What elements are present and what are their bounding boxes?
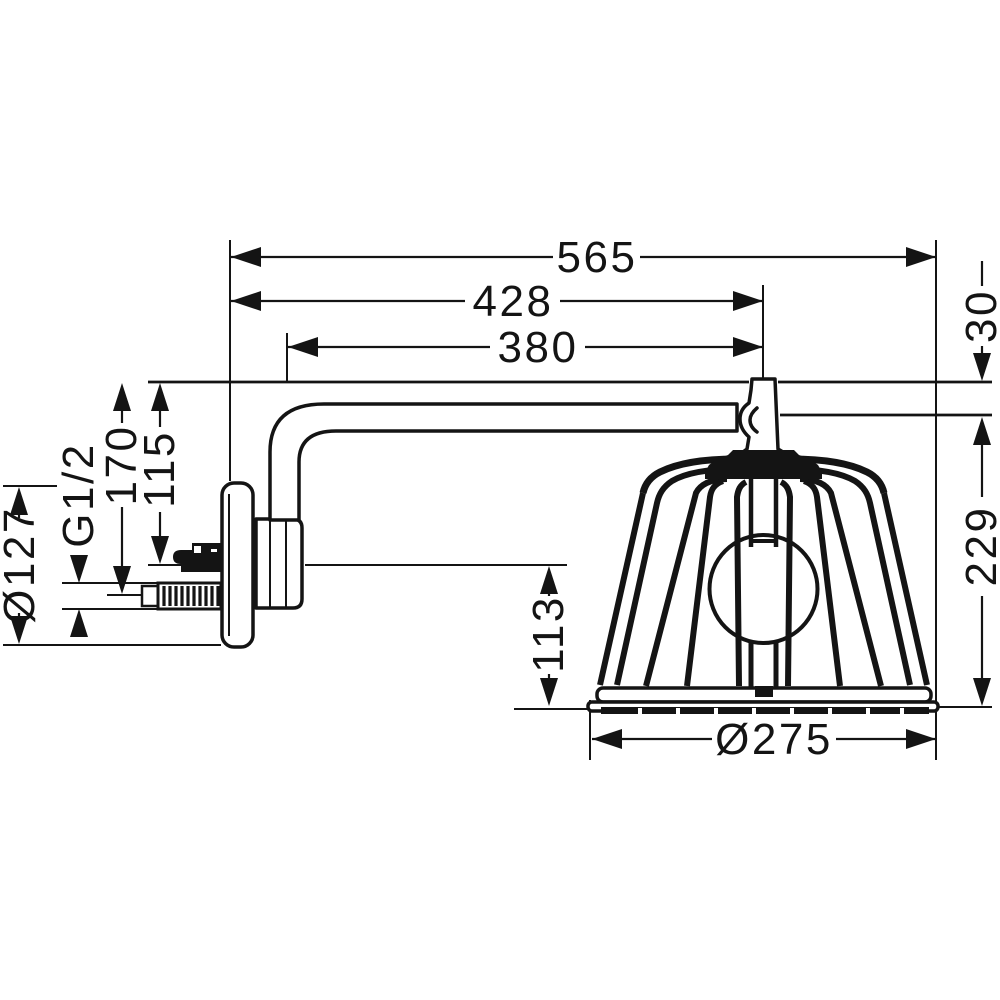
- wall-connection: [140, 481, 304, 649]
- shower-arm: [268, 402, 739, 522]
- dimension-arm-length: 380: [288, 323, 763, 372]
- centre-tube: [748, 479, 779, 687]
- dimension-lower-connection: 170: [97, 383, 146, 594]
- dim-label-229: 229: [957, 506, 1000, 587]
- threaded-connector: [140, 581, 223, 611]
- spray-face: [601, 707, 929, 714]
- dimension-upper-connection: 115: [135, 383, 184, 564]
- dim-label-30: 30: [957, 289, 1000, 343]
- wall-plate: [220, 481, 255, 649]
- dimension-head-diameter: Ø275: [592, 715, 936, 764]
- cage-hub: [705, 450, 822, 479]
- valve-detail: [194, 546, 201, 553]
- dim-label-565: 565: [557, 233, 638, 282]
- dim-label-380: 380: [498, 323, 579, 372]
- dimension-pivot-drop: 30: [957, 261, 1000, 381]
- spray-disc-tab: [755, 686, 773, 697]
- dimension-head-height: 229: [957, 417, 1000, 706]
- extension-lines: [3, 240, 992, 760]
- dimension-thread: G1/2: [54, 442, 103, 637]
- spray-disc: [586, 686, 940, 714]
- dim-label-275: Ø275: [715, 715, 833, 764]
- dimension-total-projection: 565: [231, 233, 936, 282]
- dimension-outlet-to-face: 113: [524, 566, 573, 706]
- swivel-joint: [738, 377, 786, 459]
- dim-label-428: 428: [473, 277, 554, 326]
- dim-label-113: 113: [524, 595, 573, 673]
- dim-label-170: 170: [97, 425, 146, 506]
- dim-label-thread: G1/2: [54, 442, 103, 547]
- dimension-to-pivot: 428: [231, 277, 763, 326]
- neck: [738, 377, 786, 459]
- mount-block: [254, 517, 304, 610]
- dim-label-115: 115: [135, 430, 184, 508]
- dimension-escutcheon-diameter: Ø127: [0, 487, 44, 644]
- dim-label-127: Ø127: [0, 506, 44, 624]
- ball-joint-arc: [748, 406, 759, 434]
- lamp-cage-head: [586, 450, 940, 714]
- bulb: [707, 533, 820, 645]
